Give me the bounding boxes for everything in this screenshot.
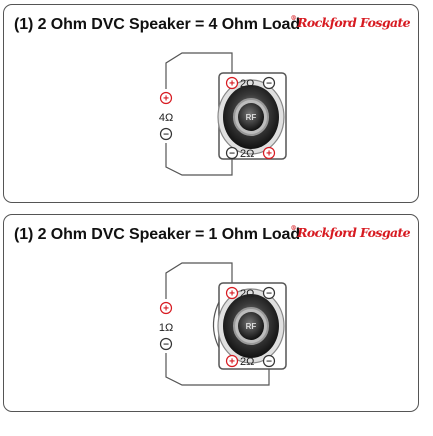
- amp-load-label: 1Ω: [159, 322, 173, 334]
- plus-terminal-icon: [262, 146, 276, 160]
- brand-logo: ®Rockford Fosgate: [290, 15, 411, 30]
- coil-top-label: 2Ω: [240, 78, 254, 90]
- svg-text:−: −: [266, 289, 272, 300]
- svg-text:+: +: [229, 357, 235, 368]
- wire-amp-negative: [165, 143, 233, 176]
- plus-terminal-icon: [225, 354, 239, 368]
- amp-load-label: 4Ω: [159, 112, 173, 124]
- wiring-diagram: RF + 2Ω − + 2Ω − + 1Ω −: [159, 262, 287, 386]
- svg-text:RF: RF: [246, 113, 257, 122]
- plus-terminal-icon: [159, 301, 173, 315]
- speaker-dustcap: [238, 312, 264, 340]
- panel-title: (1) 2 Ohm DVC Speaker = 1 Ohm Load: [14, 226, 301, 243]
- svg-text:−: −: [229, 149, 235, 160]
- minus-terminal-icon: [262, 286, 276, 300]
- minus-terminal-icon: [159, 337, 173, 351]
- wire-amp-positive: [165, 262, 233, 299]
- svg-text:−: −: [163, 340, 169, 351]
- coil-top-label: 2Ω: [240, 288, 254, 300]
- plus-terminal-icon: [159, 91, 173, 105]
- svg-text:+: +: [229, 289, 235, 300]
- minus-terminal-icon: [262, 354, 276, 368]
- plus-terminal-icon: [225, 76, 239, 90]
- wiring-panel-series: (1) 2 Ohm DVC Speaker = 4 Ohm Load ®Rock…: [3, 4, 419, 203]
- svg-text:+: +: [163, 94, 169, 105]
- wire-amp-positive: [165, 52, 233, 89]
- svg-text:+: +: [266, 149, 272, 160]
- svg-text:−: −: [266, 357, 272, 368]
- plus-terminal-icon: [225, 286, 239, 300]
- svg-text:+: +: [229, 79, 235, 90]
- panel-title: (1) 2 Ohm DVC Speaker = 4 Ohm Load: [14, 16, 301, 33]
- svg-text:+: +: [163, 304, 169, 315]
- wiring-panel-parallel: (1) 2 Ohm DVC Speaker = 1 Ohm Load ®Rock…: [3, 214, 419, 412]
- minus-terminal-icon: [159, 127, 173, 141]
- coil-bottom-label: 2Ω: [240, 356, 254, 368]
- minus-terminal-icon: [262, 76, 276, 90]
- svg-text:−: −: [163, 130, 169, 141]
- svg-text:−: −: [266, 79, 272, 90]
- wiring-diagram: RF + 2Ω − − 2Ω + + 4Ω −: [159, 52, 287, 176]
- coil-bottom-label: 2Ω: [240, 148, 254, 160]
- minus-terminal-icon: [225, 146, 239, 160]
- svg-text:RF: RF: [246, 322, 257, 331]
- brand-logo: ®Rockford Fosgate: [290, 225, 411, 240]
- wire-amp-negative: [165, 353, 270, 386]
- speaker-dustcap: [238, 103, 264, 131]
